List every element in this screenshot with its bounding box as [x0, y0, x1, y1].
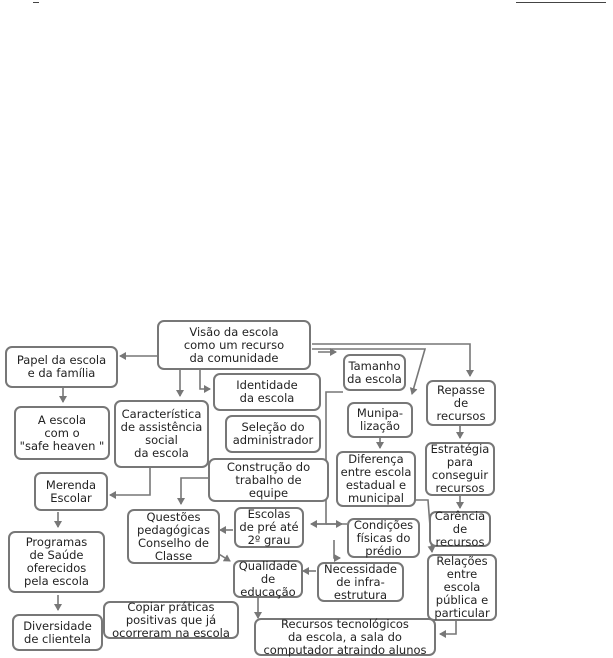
- node-estrategia-recursos: Estratégia para conseguir recursos: [425, 442, 495, 496]
- node-papel-da-escola: Papel da escola e da família: [5, 346, 118, 388]
- node-carencia-recursos: Carência de recursos: [429, 509, 491, 548]
- edge-relacoes-recursos: [439, 620, 457, 638]
- node-repasse-de-recursos: Repasse de recursos: [426, 380, 496, 426]
- node-programas-saude: Programas de Saúde oferecidos pela escol…: [8, 531, 105, 593]
- node-necessidade-infraestrutura: Necessidade de infra- estrutura: [317, 562, 404, 602]
- node-safe-heaven: A escola com o "safe heaven ": [14, 406, 110, 460]
- node-identidade-da-escola: Identidade da escola: [213, 373, 321, 411]
- node-municipalizacao: Munipa- lização: [347, 402, 413, 438]
- header-mark-right: [516, 2, 606, 3]
- node-copiar-praticas: Copiar práticas positivas que já ocorrer…: [103, 600, 239, 639]
- edge-visao-identidade: [199, 370, 211, 393]
- node-condicoes-fisicas: Condições físicas do prédio: [347, 518, 420, 558]
- node-questoes-pedagogicas: Questões pedagógicas Conselho de Classe: [127, 509, 220, 564]
- node-relacoes-escolas: Relações entre escola pública e particul…: [427, 554, 497, 621]
- node-assistencia-social: Característica de assistência social da …: [114, 400, 209, 468]
- header-mark-left: [33, 2, 39, 3]
- node-tamanho-da-escola: Tamanho da escola: [343, 354, 406, 391]
- node-diferenca-escolas: Diferença entre escola estadual e munici…: [336, 451, 416, 507]
- edge-condicoes-necessidade: [333, 540, 341, 562]
- edge-assistencia-merenda: [109, 468, 151, 499]
- node-recursos-tecnologicos: Recursos tecnológicos da escola, a sala …: [254, 617, 436, 656]
- edge-visao-repasse: [312, 343, 474, 377]
- node-selecao-administrador: Seleção do administrador: [225, 415, 321, 453]
- node-qualidade-educacao: Qualidade de educação: [233, 559, 303, 598]
- node-diversidade-clientela: Diversidade de clientela: [12, 614, 103, 651]
- node-visao-da-escola: Visão da escola como um recurso da comun…: [157, 320, 311, 370]
- node-escolas-pre-2grau: Escolas de pré até 2º grau: [234, 507, 304, 548]
- node-construcao-equipe: Construção do trabalho de equipe: [208, 458, 329, 502]
- node-merenda-escolar: Merenda Escolar: [34, 472, 108, 511]
- edge-construcao-questoes: [177, 477, 208, 505]
- edge-visao-munipa: [312, 348, 427, 395]
